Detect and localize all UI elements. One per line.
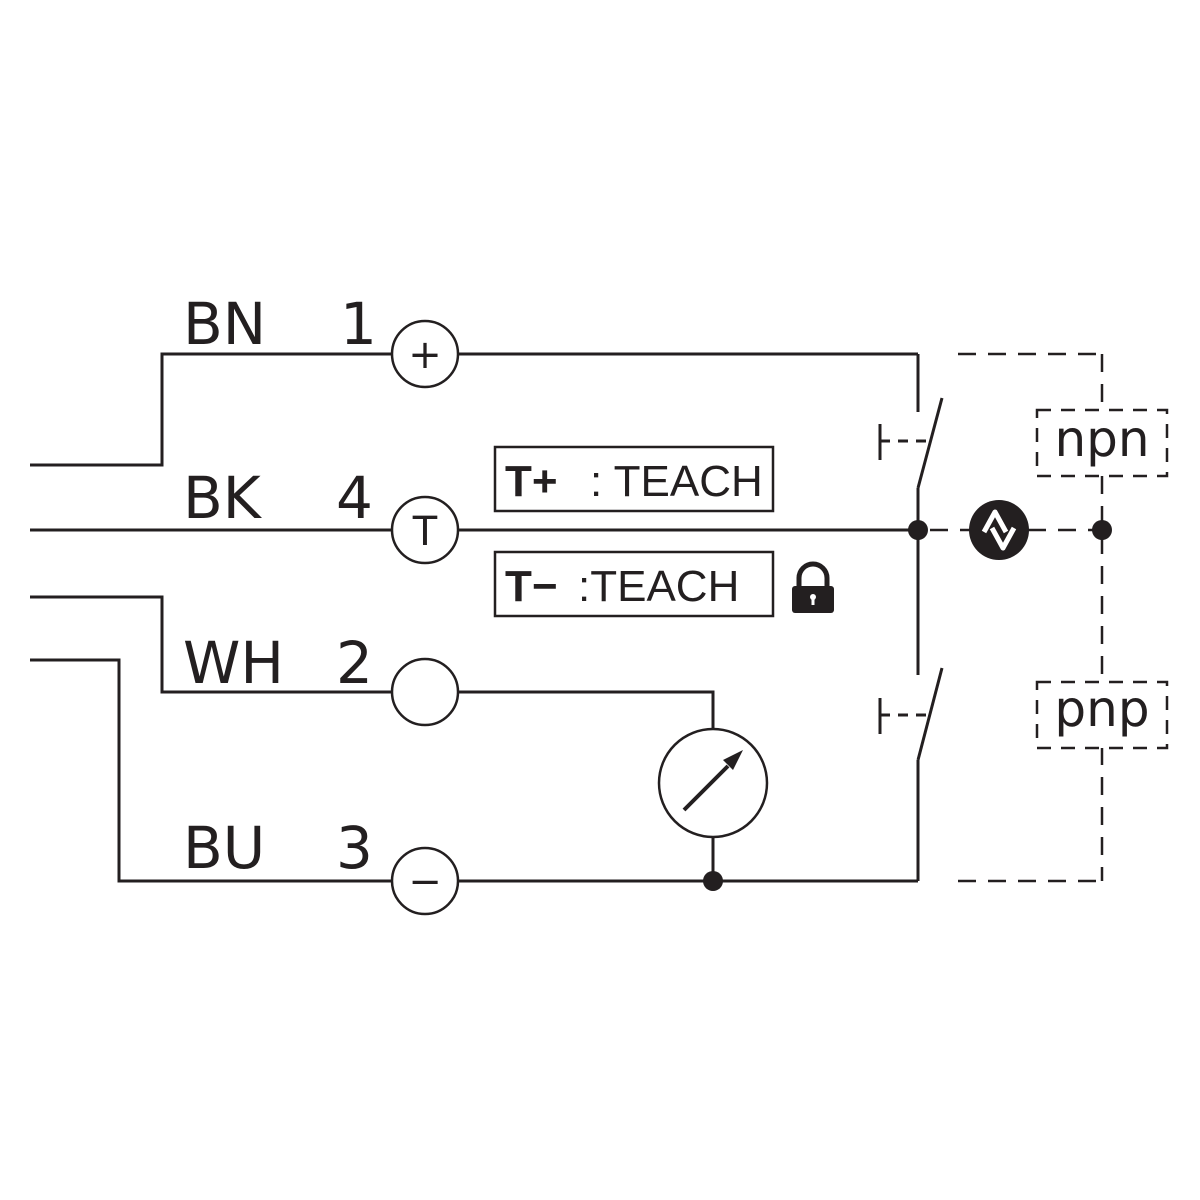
pnp-option: pnp: [1035, 680, 1169, 750]
pin-number-4: 4: [336, 464, 373, 532]
terminal-symbol-minus: −: [408, 859, 442, 905]
pin-number-2: 2: [336, 629, 373, 697]
junction-dots: [703, 520, 1112, 891]
teach-minus-box: T− :TEACH: [493, 550, 775, 618]
wire-bu: [30, 658, 393, 883]
terminal-pin-3: [390, 846, 460, 916]
teach-plus-prefix: T+: [505, 457, 558, 506]
analog-meter-icon: [657, 727, 769, 839]
wire-color-bk: BK: [183, 464, 263, 532]
pnp-output-switch: [878, 665, 944, 761]
wire-labels: BN 1 BK 4 WH 2 BU 3: [183, 290, 377, 882]
terminal-pin-1: [390, 319, 460, 389]
npn-label: npn: [1054, 410, 1149, 468]
wire-wh-right: [458, 690, 715, 728]
terminals: + T −: [390, 319, 460, 916]
wire-wh: [30, 595, 393, 694]
terminal-symbol-plus: +: [408, 332, 442, 378]
wire-color-bu: BU: [183, 814, 265, 882]
junction-mode: [1092, 520, 1112, 540]
output-configuration-frame: [930, 352, 1104, 883]
teach-minus-prefix: T−: [505, 562, 558, 611]
junction-bk: [908, 520, 928, 540]
teach-plus-label: : TEACH: [590, 457, 763, 506]
wire-bn: [30, 352, 393, 467]
pin-number-3: 3: [336, 814, 373, 882]
terminal-pin-4: [390, 495, 460, 565]
npn-output-switch: [878, 395, 944, 489]
lock-icon: [792, 561, 834, 613]
terminal-pin-2: [390, 657, 460, 727]
teach-plus-box: T+ : TEACH: [493, 445, 775, 513]
switching-output-icon: [969, 500, 1029, 560]
teach-minus-label: :TEACH: [578, 562, 739, 611]
wires: [30, 352, 920, 883]
wire-color-wh: WH: [183, 629, 284, 697]
terminal-symbol-teach: T: [412, 509, 438, 555]
wire-color-bn: BN: [183, 290, 266, 358]
junction-bu: [703, 871, 723, 891]
pnp-label: pnp: [1054, 680, 1149, 738]
npn-option: npn: [1035, 408, 1169, 478]
pin-number-1: 1: [340, 290, 377, 358]
